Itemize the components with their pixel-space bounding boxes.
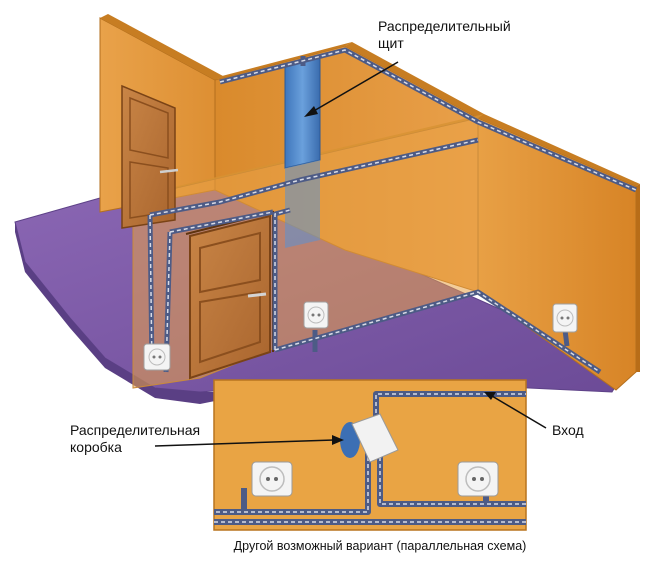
distribution-panel-label-line2: щит xyxy=(378,35,404,51)
upper-door xyxy=(121,84,179,229)
junction-box xyxy=(340,413,399,463)
inset-socket-right xyxy=(457,461,499,497)
back-wall-top xyxy=(215,42,352,80)
inset-caption: Другой возможный вариант (параллельная с… xyxy=(233,539,527,553)
distribution-panel-label: Распределительный щит xyxy=(378,18,538,52)
panel-pointer-arrow xyxy=(304,61,399,117)
right-wall-top xyxy=(345,42,640,186)
input-label: Вход xyxy=(552,422,584,438)
right-wall-edge xyxy=(636,184,640,372)
inset-socket-left xyxy=(251,461,293,497)
distribution-panel-lower xyxy=(285,160,320,248)
socket-back-wall xyxy=(303,301,329,329)
junction-box-label: Распределительная коробка xyxy=(70,422,220,456)
junction-box-label-line1: Распределительная xyxy=(70,422,201,438)
front-door xyxy=(185,210,274,380)
socket-left-wall xyxy=(143,343,171,371)
junction-box-pointer-arrow xyxy=(154,435,344,447)
distribution-panel-label-line1: Распределительный xyxy=(378,18,511,34)
input-pointer-arrow xyxy=(484,392,547,429)
floor-edge xyxy=(15,222,220,404)
socket-right-wall xyxy=(552,303,578,333)
inset-parallel-scheme xyxy=(213,379,527,531)
left-back-wall-top xyxy=(100,14,223,80)
junction-box-label-line2: коробка xyxy=(70,439,122,455)
